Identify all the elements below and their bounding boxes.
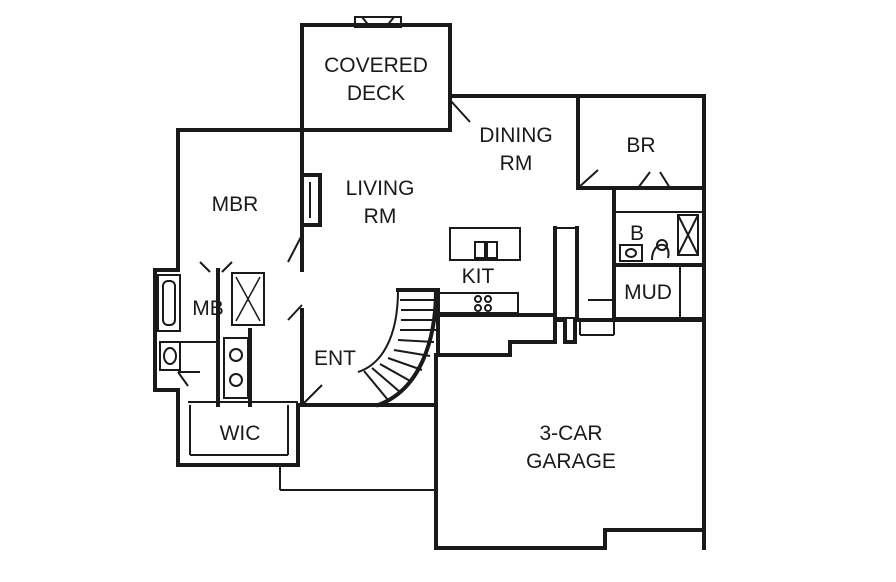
label-covered-deck-line1: COVERED xyxy=(324,54,428,77)
label-garage-line2: GARAGE xyxy=(526,450,616,473)
label-dining-line1: DINING xyxy=(479,124,553,147)
small-bath xyxy=(612,239,704,267)
label-b: B xyxy=(630,222,644,245)
vanity-sinks xyxy=(223,337,249,399)
label-dining-line2: RM xyxy=(500,152,533,175)
room-labels: COVERED DECK DINING RM BR MBR LIVING RM … xyxy=(192,54,672,473)
staircase xyxy=(357,288,439,408)
label-garage-line1: 3-CAR xyxy=(539,422,602,445)
label-ent: ENT xyxy=(314,347,356,370)
master-shower xyxy=(231,272,265,326)
label-covered-deck-line2: DECK xyxy=(347,82,405,105)
label-mbr: MBR xyxy=(212,193,259,216)
toilet xyxy=(159,341,181,371)
label-kit: KIT xyxy=(462,265,495,288)
label-mud: MUD xyxy=(624,281,672,304)
label-wic: WIC xyxy=(220,422,261,445)
label-living-line2: RM xyxy=(364,205,397,228)
label-living-line1: LIVING xyxy=(346,177,415,200)
entry-walls xyxy=(279,384,437,491)
garage-walls xyxy=(434,318,706,550)
fireplace xyxy=(302,173,322,227)
master-wing-walls xyxy=(153,128,304,467)
master-doors xyxy=(177,234,303,387)
label-br: BR xyxy=(626,134,655,157)
bedroom-walls xyxy=(576,169,704,302)
kitchen-walls xyxy=(436,226,579,357)
covered-deck-walls xyxy=(300,16,452,132)
bathtub xyxy=(157,274,181,332)
label-mb: MB xyxy=(192,297,224,320)
